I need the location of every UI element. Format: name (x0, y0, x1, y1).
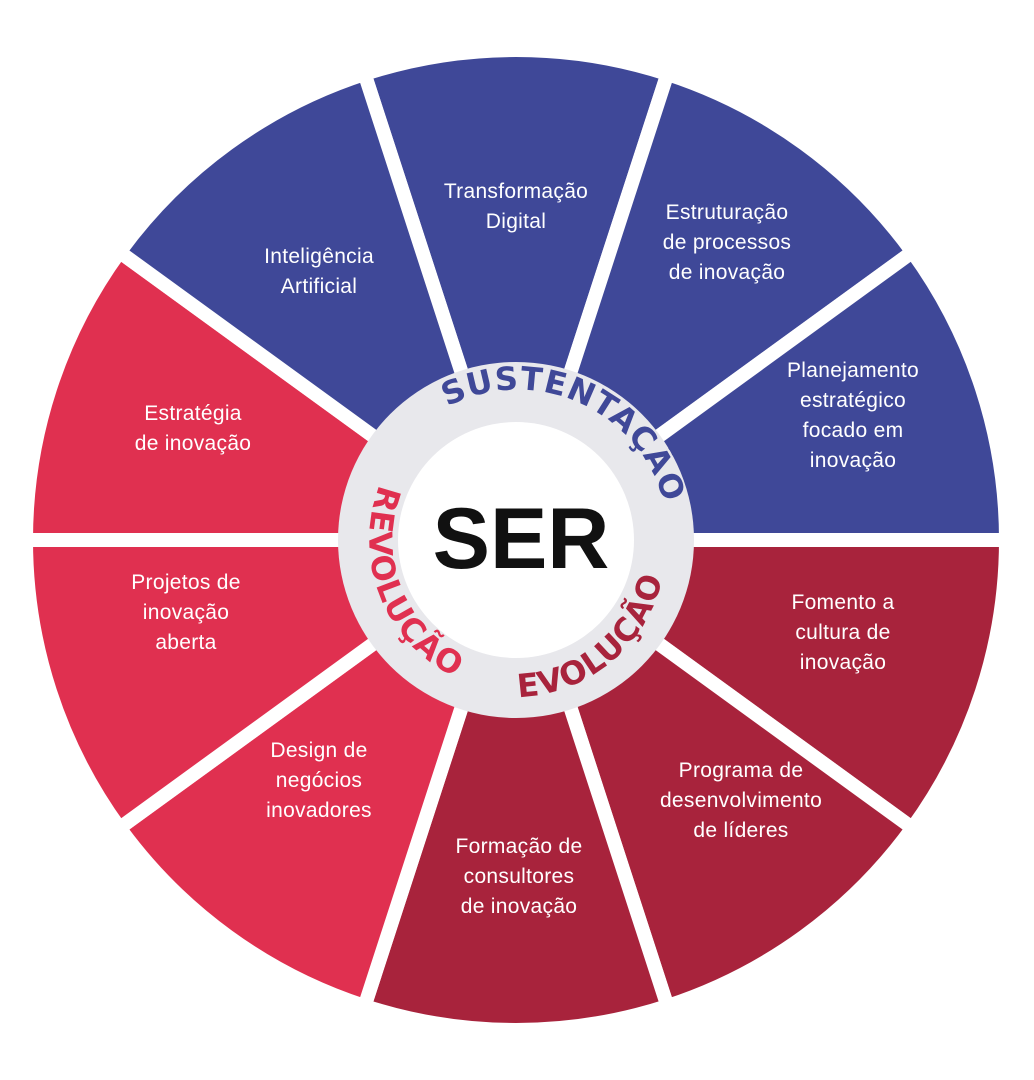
segment-label-line: Programa de (679, 759, 804, 782)
segment-label-line: inovação (810, 449, 896, 472)
segment-label: Programa de desenvolvimento de líderes (660, 759, 822, 842)
segment-label-line: Formação de (455, 835, 582, 858)
segment-label-line: de inovação (135, 432, 252, 455)
segment-label-line: Estruturação (666, 201, 789, 224)
segment-label-line: aberta (155, 631, 216, 654)
segment-label-line: inovação (143, 601, 229, 624)
segment-label-line: consultores (464, 865, 575, 888)
segment-label-line: de líderes (693, 819, 788, 842)
segment-label-line: cultura de (795, 621, 890, 644)
segment-label-line: focado em (803, 419, 904, 442)
segment-label-line: Digital (486, 210, 546, 233)
segment-label-line: de inovação (669, 261, 786, 284)
segment-label-line: de processos (663, 231, 792, 254)
segment-label-line: inovação (800, 651, 886, 674)
segment-label-line: Fomento a (791, 591, 894, 614)
center-title: SER (433, 491, 610, 587)
segment-label-line: Planejamento (787, 359, 919, 382)
segment-label: Planejamento estratégico focado em inovação (787, 359, 919, 472)
segment-label: Formação de consultores de inovação (455, 835, 582, 918)
segment-label: Fomento a cultura de inovação (791, 591, 894, 674)
segment-label-line: Projetos de (131, 571, 241, 594)
segment-label-line: Transformação (444, 180, 588, 203)
segment-label: Estratégia de inovação (135, 402, 252, 455)
segment-label-line: Artificial (281, 275, 358, 298)
center-circle (398, 422, 634, 658)
segment-label-line: desenvolvimento (660, 789, 822, 812)
segment-label-line: estratégico (800, 389, 906, 412)
segment-label-line: de inovação (461, 895, 578, 918)
segment-label-line: Inteligência (264, 245, 374, 268)
segment-label-line: negócios (276, 769, 362, 792)
segment-label-line: inovadores (266, 799, 372, 822)
segment-label: Design de negócios inovadores (266, 739, 372, 822)
wheel-segment-evolucao (357, 533, 675, 1037)
segment-label-line: Estratégia (144, 402, 242, 425)
wheel-segment-sustentacao (357, 43, 675, 547)
segment-label: Projetos de inovação aberta (131, 571, 241, 654)
segment-label: Estruturação de processos de inovação (663, 201, 792, 284)
segment-label-line: Design de (270, 739, 367, 762)
